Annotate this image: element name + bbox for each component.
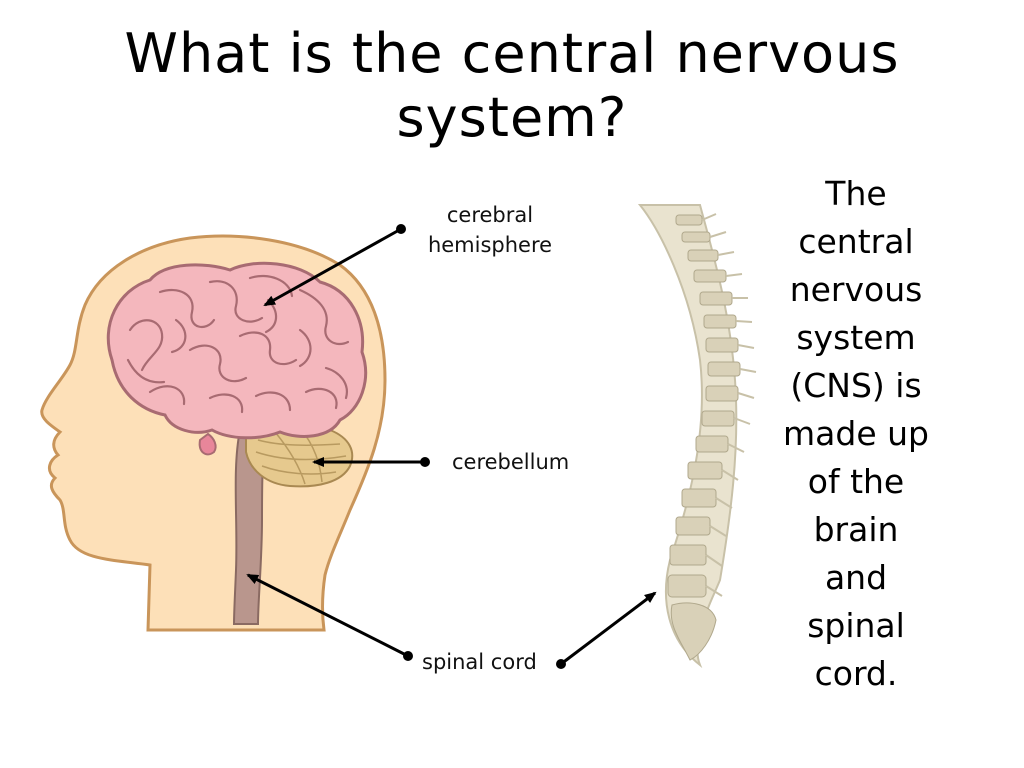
cerebral-hemisphere-label: cerebral hemisphere — [422, 200, 558, 260]
description-line: nervous — [789, 270, 923, 309]
description-line: cord. — [814, 654, 898, 693]
vertebral-column — [637, 204, 757, 669]
spinal-cord-dot-left — [403, 651, 413, 661]
cerebral-hemisphere-arrow — [263, 227, 402, 307]
spinal-cord-label: spinal cord — [422, 650, 537, 674]
title-line-1: What is the central nervous — [124, 22, 900, 85]
cerebral-hemisphere-dot — [396, 224, 406, 234]
cerebellum-dot — [420, 457, 430, 467]
description-line: and — [824, 558, 888, 597]
description-line: brain — [813, 510, 899, 549]
spinal-cord-shape — [232, 428, 270, 625]
pointer-arrows — [246, 224, 657, 669]
cns-description: The central nervous system (CNS) is made… — [768, 170, 944, 698]
description-line: of the — [807, 462, 905, 501]
description-line: central — [798, 222, 914, 261]
spinal-cord-arrow-left — [246, 573, 409, 658]
slide-title: What is the central nervous system? — [0, 22, 1024, 150]
description-line: The — [825, 174, 887, 213]
description-line: (CNS) is — [790, 366, 922, 405]
cerebral-label-line-2: hemisphere — [427, 233, 553, 257]
brain-shape — [106, 261, 367, 456]
description-line: spinal — [807, 606, 905, 645]
spinal-cord-dot-right — [556, 659, 566, 669]
cerebral-label-line-1: cerebral — [446, 203, 534, 227]
description-line: made up — [783, 414, 929, 453]
title-line-2: system? — [396, 86, 628, 149]
spinal-cord-arrow-right — [560, 591, 657, 666]
description-line: system — [796, 318, 916, 357]
cerebellum-label: cerebellum — [452, 450, 570, 474]
